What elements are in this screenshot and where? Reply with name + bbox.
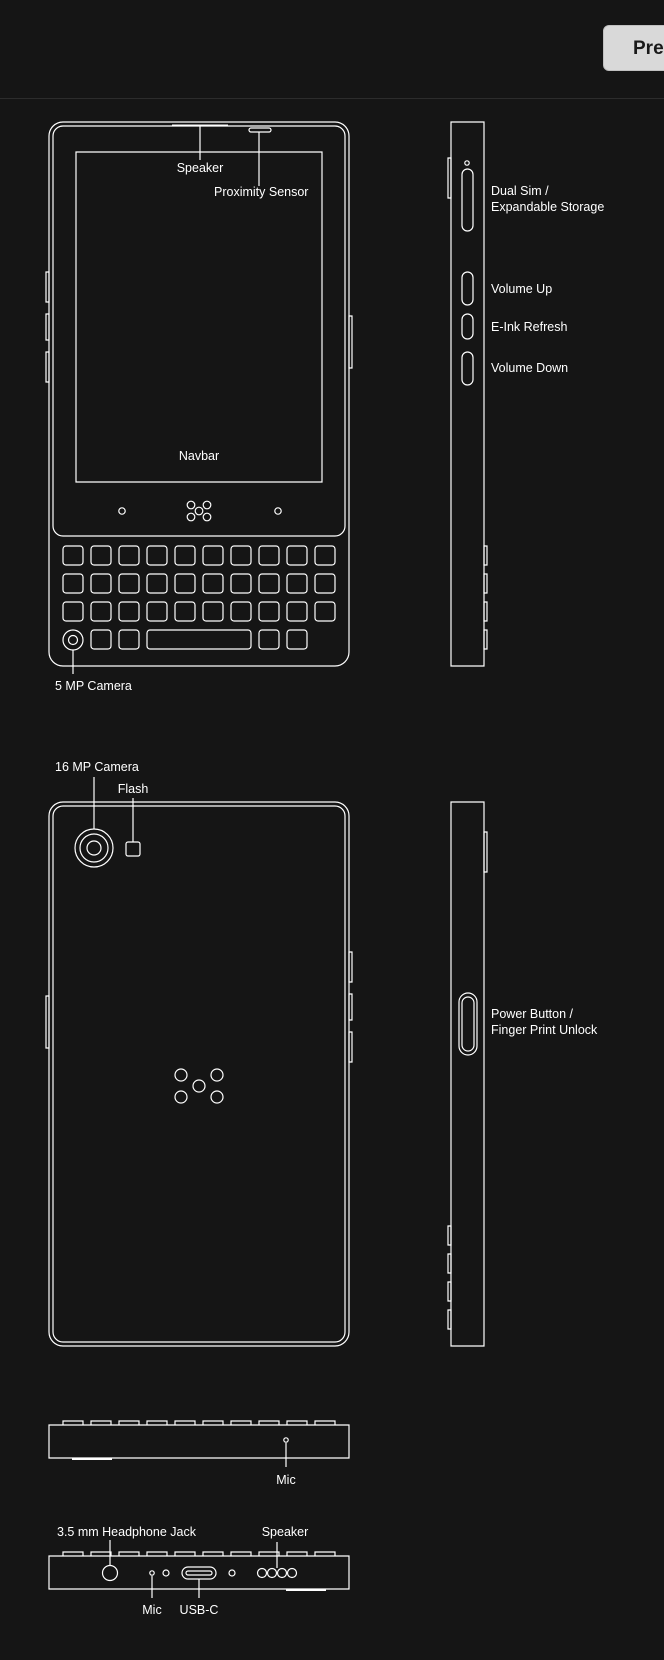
label-bottom-mic: Mic	[142, 1603, 162, 1617]
label-bottom-speaker: Speaker	[261, 1525, 309, 1539]
side-view-left	[448, 802, 487, 1346]
proximity-sensor	[249, 128, 271, 132]
bottom-mic	[150, 1571, 154, 1575]
side-view-right	[448, 122, 487, 666]
power-button	[459, 993, 477, 1055]
top-edge-view	[49, 1421, 349, 1467]
top-bar: Pre	[0, 0, 664, 99]
flash	[126, 842, 140, 856]
top-mic	[284, 1438, 288, 1442]
label-top-mic: Mic	[276, 1473, 296, 1487]
label-speaker: Speaker	[176, 161, 224, 175]
keyboard	[63, 546, 335, 649]
rear-camera	[75, 829, 113, 867]
spacebar	[147, 630, 251, 649]
back-view	[46, 777, 352, 1346]
label-dual-sim-1: Dual Sim /	[491, 184, 549, 198]
top-edge-body	[49, 1425, 349, 1458]
eink-refresh	[462, 314, 473, 339]
label-rear-camera: 16 MP Camera	[55, 760, 139, 774]
label-proximity-sensor: Proximity Sensor	[214, 185, 309, 199]
label-navbar: Navbar	[178, 449, 220, 463]
usb-c-port	[182, 1567, 216, 1579]
front-camera	[63, 630, 83, 650]
label-volume-up: Volume Up	[491, 282, 553, 296]
label-front-camera: 5 MP Camera	[55, 679, 132, 693]
front-body	[49, 122, 349, 666]
label-power-2: Finger Print Unlock	[491, 1023, 598, 1037]
back-body	[49, 802, 349, 1346]
label-usb-c: USB-C	[179, 1603, 219, 1617]
label-eink-refresh: E-Ink Refresh	[491, 320, 568, 334]
front-view	[46, 122, 352, 674]
screen	[76, 152, 322, 482]
preorder-button[interactable]: Pre	[603, 25, 664, 71]
side-body	[451, 122, 484, 666]
volume-down	[462, 352, 473, 385]
headphone-jack	[103, 1566, 118, 1581]
label-flash: Flash	[117, 782, 149, 796]
volume-up	[462, 272, 473, 305]
label-dual-sim-2: Expandable Storage	[491, 200, 605, 214]
sim-tray	[462, 169, 473, 231]
label-headphone-jack: 3.5 mm Headphone Jack	[57, 1525, 196, 1539]
label-volume-down: Volume Down	[491, 361, 569, 375]
bottom-edge-view	[49, 1540, 349, 1598]
label-power-1: Power Button /	[491, 1007, 573, 1021]
